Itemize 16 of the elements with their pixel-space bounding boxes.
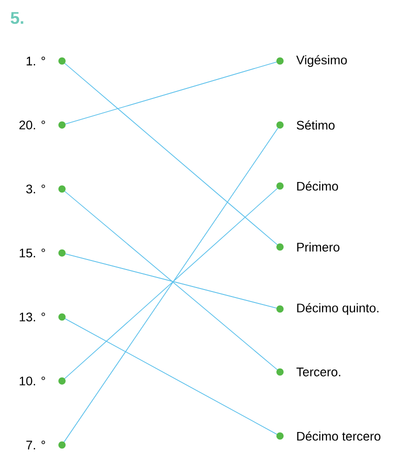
connecting-line bbox=[62, 60, 280, 248]
ordinal-label: Primero bbox=[297, 242, 340, 252]
title: 5. bbox=[10, 12, 24, 24]
ordinal-label: 10. ° bbox=[20, 376, 46, 386]
ordinal-label: Décimo bbox=[297, 181, 338, 191]
ordinal-label: Tercero. bbox=[296, 368, 340, 376]
ordinal-label: 7. ° bbox=[26, 440, 46, 450]
ordinal-label: 15. ° bbox=[20, 248, 46, 258]
ordinal-label: 3. ° bbox=[26, 184, 46, 194]
ordinal-label: 13. ° bbox=[20, 312, 46, 322]
ordinal-label: Décimo quinto. bbox=[297, 303, 378, 315]
ordinal-label: Vigésimo bbox=[296, 55, 347, 67]
ordinal-label: 1. ° bbox=[26, 56, 46, 66]
ordinal-label: Sétimo bbox=[296, 120, 335, 130]
ordinal-label: 20. ° bbox=[19, 120, 46, 130]
ordinal-label: Décimo tercero bbox=[297, 431, 380, 441]
